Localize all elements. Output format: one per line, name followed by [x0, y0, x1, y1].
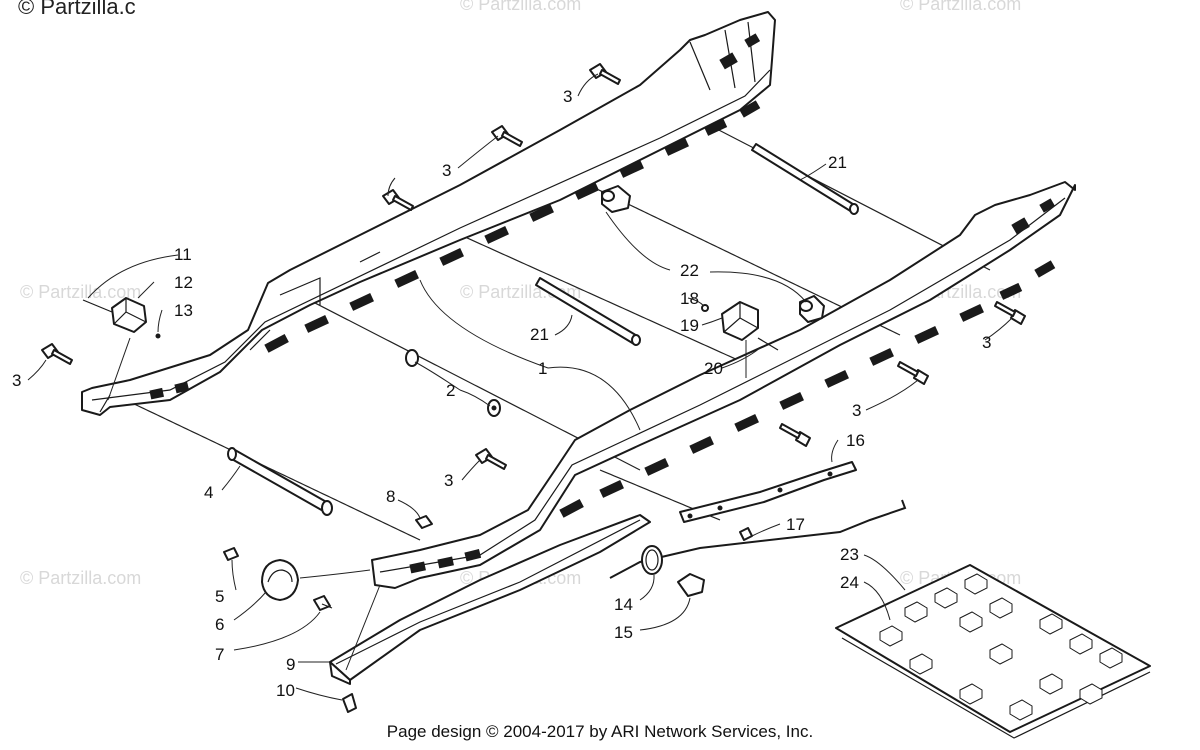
wheel-assembly	[223, 547, 333, 611]
wear-strip-9	[329, 514, 651, 713]
callout-4: 4	[204, 483, 213, 502]
callout-3: 3	[563, 87, 572, 106]
bushing-22	[601, 185, 825, 323]
callout-8: 8	[386, 487, 395, 506]
callout-17: 17	[786, 515, 805, 534]
callout-3: 3	[852, 401, 861, 420]
callout-9: 9	[286, 655, 295, 674]
spring-assembly	[609, 499, 907, 597]
callout-3: 3	[442, 161, 451, 180]
rail-lower	[371, 181, 1076, 589]
watermark-corner: © Partzilla.c	[18, 0, 136, 19]
callout-3: 3	[982, 333, 991, 352]
bar-16	[679, 461, 857, 541]
callout-24: 24	[840, 573, 859, 592]
track-lugs	[879, 573, 1123, 721]
callout-21: 21	[828, 153, 847, 172]
callout-7: 7	[215, 645, 224, 664]
footer-copyright: Page design © 2004-2017 by ARI Network S…	[386, 722, 814, 741]
watermark: © Partzilla.com	[460, 0, 581, 14]
callout-10: 10	[276, 681, 295, 700]
callout-3: 3	[444, 471, 453, 490]
callout-1: 1	[538, 359, 547, 378]
callout-20: 20	[704, 359, 723, 378]
callout-6: 6	[215, 615, 224, 634]
callout-18: 18	[680, 289, 699, 308]
shaft-4	[227, 447, 333, 516]
watermark: © Partzilla.com	[20, 282, 141, 302]
callout-19: 19	[680, 316, 699, 335]
bumper-12	[82, 297, 161, 339]
bolt	[41, 63, 1026, 470]
callout-11: 11	[174, 245, 192, 264]
track-section	[835, 564, 1151, 739]
callout-5: 5	[215, 587, 224, 606]
callout-23: 23	[840, 545, 859, 564]
callout-22: 22	[680, 261, 699, 280]
callout-12: 12	[174, 273, 193, 292]
bumper-19	[701, 301, 779, 351]
callout-13: 13	[174, 301, 193, 320]
callout-14: 14	[614, 595, 633, 614]
callouts: 3 3 3 3 3 3 3 21 21 1 2 4 5 6 7 8 9 10 1…	[12, 87, 991, 700]
rail-upper	[81, 11, 776, 416]
watermark: © Partzilla.com	[20, 568, 141, 588]
watermark: © Partzilla.com	[900, 0, 1021, 14]
callout-16: 16	[846, 431, 865, 450]
callout-15: 15	[614, 623, 633, 642]
leader-lines	[27, 73, 1013, 701]
callout-2: 2	[446, 381, 455, 400]
plug-8	[415, 515, 433, 529]
callout-21: 21	[530, 325, 549, 344]
callout-3: 3	[12, 371, 21, 390]
